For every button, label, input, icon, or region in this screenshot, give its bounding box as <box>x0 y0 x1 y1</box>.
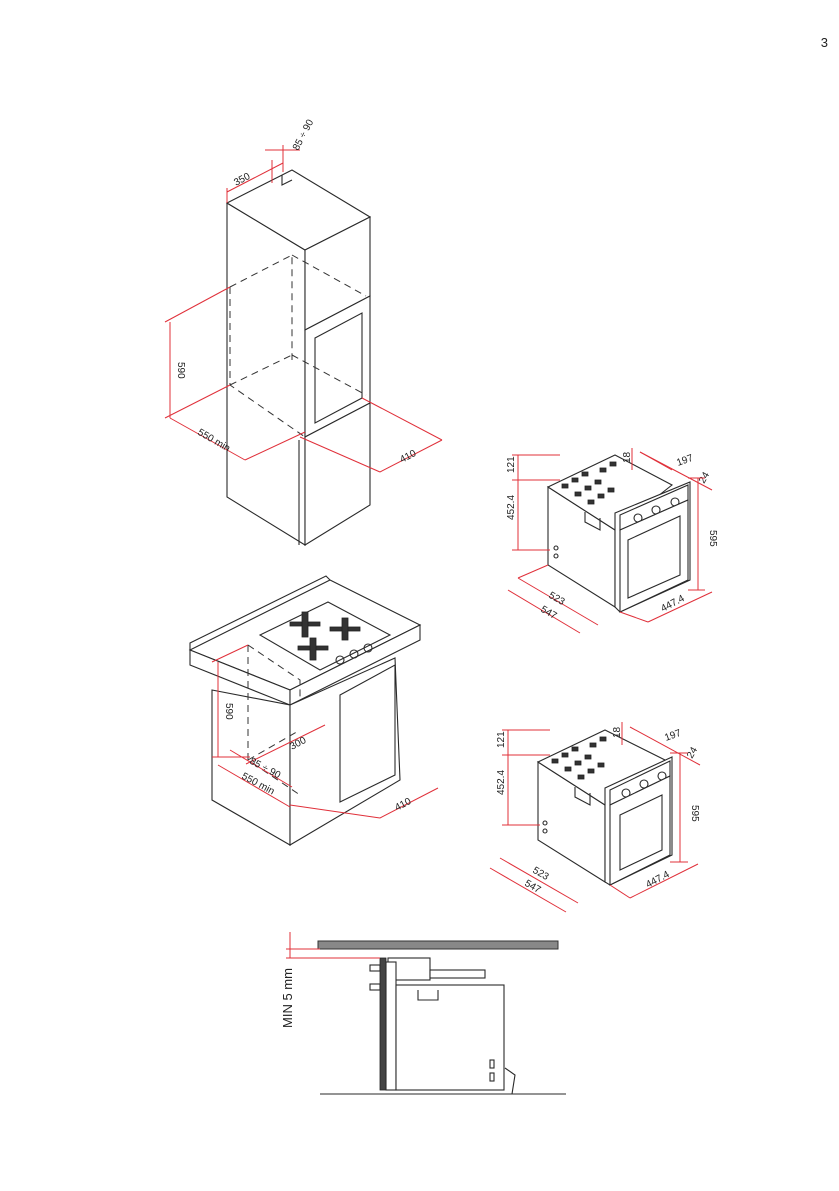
dim-121-b: 121 <box>496 731 507 748</box>
dim-85-90: 85 ÷ 90 <box>291 117 317 152</box>
oven-iso-bottom <box>538 730 672 885</box>
dim-595: 595 <box>707 530 718 547</box>
dim-590: 590 <box>175 362 186 379</box>
tall-cabinet <box>227 170 370 545</box>
dim-counter-590: 590 <box>223 703 234 720</box>
page-number: 3 <box>821 35 828 50</box>
dim-452-4-b: 452.4 <box>496 770 507 795</box>
dim-197: 197 <box>675 453 695 469</box>
dim-452-4: 452.4 <box>506 495 517 520</box>
dim-550-min: 550 min <box>196 427 232 454</box>
dim-350: 350 <box>232 171 252 189</box>
dim-121: 121 <box>506 456 517 473</box>
label-min-5mm: MIN 5 mm <box>280 968 295 1028</box>
dim-547: 547 <box>539 604 559 622</box>
oven-iso-top <box>548 455 690 612</box>
dim-18: 18 <box>622 451 633 463</box>
dim-447-4-b: 447.4 <box>644 869 672 891</box>
dim-410: 410 <box>398 448 418 466</box>
dim-counter-410: 410 <box>393 796 413 814</box>
side-view <box>318 941 566 1094</box>
dim-197-b: 197 <box>663 728 683 744</box>
dim-447-4: 447.4 <box>659 593 687 615</box>
dim-595-b: 595 <box>689 805 700 822</box>
dim-18-b: 18 <box>612 726 623 738</box>
